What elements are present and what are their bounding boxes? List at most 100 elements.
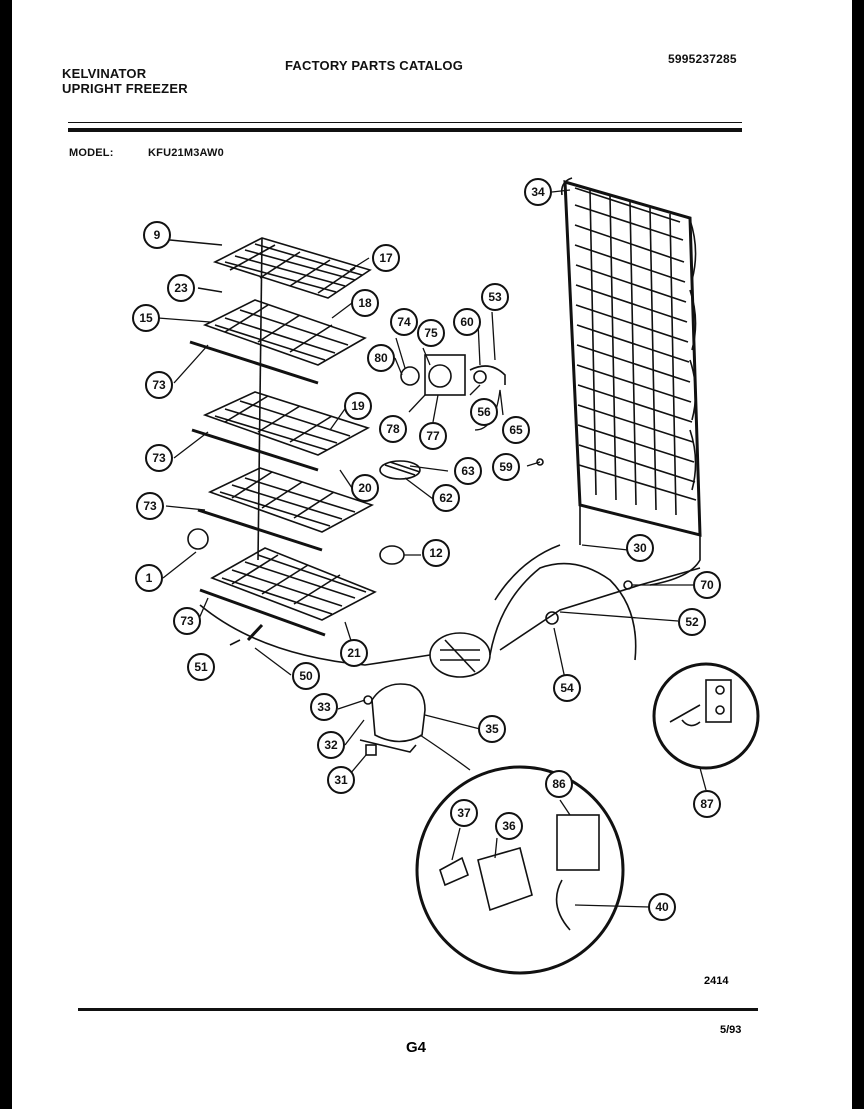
callout-label: 12 bbox=[429, 546, 443, 560]
detail-circle-thermostat bbox=[652, 662, 760, 770]
screw-9 bbox=[169, 239, 223, 246]
callout-circle bbox=[145, 371, 173, 399]
callout-label: 9 bbox=[154, 228, 161, 242]
callout-circle bbox=[626, 534, 654, 562]
header-rule bbox=[68, 128, 742, 132]
callout-circle bbox=[419, 422, 447, 450]
callout-circle bbox=[136, 492, 164, 520]
brand-name: KELVINATOR bbox=[62, 66, 147, 81]
callout-label: 60 bbox=[460, 315, 474, 329]
callout-circle bbox=[470, 398, 498, 426]
callout-label: 73 bbox=[143, 499, 157, 513]
callout-label: 34 bbox=[531, 185, 545, 199]
callout-label: 75 bbox=[424, 326, 438, 340]
leader-lines bbox=[157, 189, 707, 908]
callout-circle bbox=[693, 571, 721, 599]
callout-label: 37 bbox=[457, 806, 471, 820]
header-rule-thin bbox=[68, 122, 742, 123]
clip-70 bbox=[623, 580, 633, 590]
callout-circle bbox=[450, 799, 478, 827]
callout-label: 74 bbox=[397, 315, 411, 329]
revision-date: 5/93 bbox=[720, 1024, 742, 1036]
page-number: G4 bbox=[406, 1039, 427, 1056]
evaporator-panel bbox=[560, 177, 702, 586]
callout-label: 32 bbox=[324, 738, 338, 752]
defrost-heater bbox=[379, 460, 421, 480]
callout-circle bbox=[143, 221, 171, 249]
screw-23 bbox=[197, 287, 223, 293]
catalog-title: FACTORY PARTS CATALOG bbox=[285, 58, 464, 73]
callout-circle bbox=[292, 662, 320, 690]
shelf-support-rod bbox=[257, 237, 263, 561]
callout-label: 20 bbox=[358, 481, 372, 495]
shelf-2 bbox=[189, 299, 367, 385]
callout-label: 23 bbox=[174, 281, 188, 295]
callout-label: 63 bbox=[461, 464, 475, 478]
shelf-top bbox=[212, 237, 372, 299]
model-label: MODEL: bbox=[69, 147, 114, 159]
catalog-number: 5995237285 bbox=[668, 52, 737, 66]
callout-circle bbox=[379, 415, 407, 443]
callout-circle bbox=[173, 607, 201, 635]
callout-label: 21 bbox=[347, 646, 361, 660]
callout-label: 31 bbox=[334, 773, 348, 787]
callout-label: 78 bbox=[386, 422, 400, 436]
callout-label: 87 bbox=[700, 797, 714, 811]
callout-circle bbox=[648, 893, 676, 921]
fan-motor-assembly bbox=[400, 354, 506, 396]
figure-number: 2414 bbox=[704, 975, 729, 987]
callout-circle bbox=[351, 289, 379, 317]
callout-circle bbox=[502, 416, 530, 444]
callout-label: 62 bbox=[439, 491, 453, 505]
callout-label: 56 bbox=[477, 405, 491, 419]
shelf-4 bbox=[197, 467, 375, 552]
brand-block: KELVINATOR UPRIGHT FREEZER bbox=[62, 66, 188, 96]
condenser-fan bbox=[429, 632, 491, 678]
callout-label: 36 bbox=[502, 819, 516, 833]
callout-label: 15 bbox=[139, 311, 153, 325]
detail-circle-relay bbox=[415, 734, 625, 975]
callout-label: 17 bbox=[379, 251, 393, 265]
callout-label: 35 bbox=[485, 722, 499, 736]
screw-51 bbox=[229, 639, 241, 646]
screw-59 bbox=[536, 458, 544, 466]
callout-label: 30 bbox=[633, 541, 647, 555]
callout-circle bbox=[495, 812, 523, 840]
callout-label: 40 bbox=[655, 900, 669, 914]
callout-circle bbox=[678, 608, 706, 636]
callout-label: 77 bbox=[426, 429, 440, 443]
callout-circle bbox=[492, 453, 520, 481]
shelf-bottom bbox=[199, 547, 377, 637]
callout-circle bbox=[454, 457, 482, 485]
callout-circle bbox=[524, 178, 552, 206]
refrigerant-tubing bbox=[199, 544, 701, 666]
callout-circle bbox=[417, 319, 445, 347]
callout-circle bbox=[481, 283, 509, 311]
callout-label: 73 bbox=[152, 378, 166, 392]
compressor bbox=[359, 683, 426, 756]
callout-circle bbox=[132, 304, 160, 332]
callout-label: 86 bbox=[552, 777, 566, 791]
callout-label: 54 bbox=[560, 681, 574, 695]
callout-circle bbox=[167, 274, 195, 302]
rod-50 bbox=[246, 623, 264, 642]
callout-circle bbox=[351, 474, 379, 502]
product-type: UPRIGHT FREEZER bbox=[62, 81, 188, 96]
callout-circle bbox=[317, 731, 345, 759]
callout-circle bbox=[453, 308, 481, 336]
model-value: KFU21M3AW0 bbox=[148, 147, 224, 159]
footer-rule bbox=[78, 1008, 758, 1011]
callout-label: 51 bbox=[194, 660, 208, 674]
callout-circle bbox=[545, 770, 573, 798]
callout-label: 65 bbox=[509, 423, 523, 437]
callout-label: 19 bbox=[351, 399, 365, 413]
callout-circle bbox=[135, 564, 163, 592]
callout-label: 73 bbox=[152, 451, 166, 465]
callout-circle bbox=[340, 639, 368, 667]
callout-circle bbox=[390, 308, 418, 336]
callout-label: 53 bbox=[488, 290, 502, 304]
callout-circle bbox=[478, 715, 506, 743]
callout-circle bbox=[327, 766, 355, 794]
